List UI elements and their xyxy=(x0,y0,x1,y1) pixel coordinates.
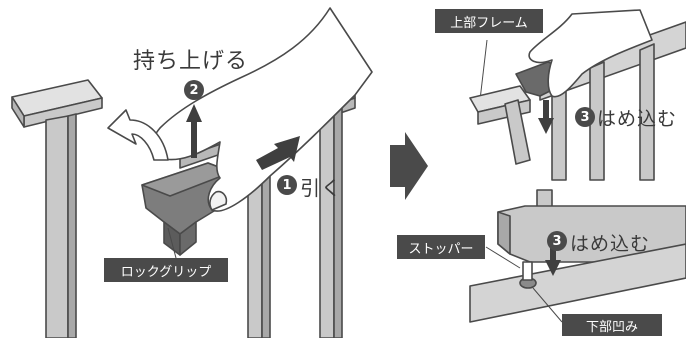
stopper-label: ストッパー xyxy=(397,235,485,259)
lift-arc-arrow xyxy=(107,109,169,161)
down-arrow-bottom-icon xyxy=(545,244,561,276)
right-post xyxy=(319,104,335,338)
step-1-badge: 1 xyxy=(277,175,297,195)
fit-in-bottom-label: はめ込む xyxy=(570,233,651,255)
up-arrow-icon xyxy=(186,104,202,158)
step-3-bottom-badge: 3 xyxy=(547,231,567,251)
step-3-top-badge: 3 xyxy=(575,107,595,127)
step-2-badge: 2 xyxy=(184,80,204,100)
left-post xyxy=(45,115,69,338)
lower-dent-label: 下部凹み xyxy=(562,314,662,336)
pull-arrow-icon xyxy=(256,136,300,170)
bottom-rail xyxy=(469,243,686,323)
top-right-panel xyxy=(469,9,686,181)
bottom-right-panel xyxy=(469,189,686,323)
lock-grip-label: ロックグリップ xyxy=(104,258,228,282)
upper-frame-label: 上部フレーム xyxy=(435,9,543,33)
fit-in-top-label: はめ込む xyxy=(597,108,678,130)
pull-label: 引く xyxy=(300,176,342,200)
hand-icon xyxy=(150,7,373,212)
left-panel xyxy=(11,7,373,338)
lift-label: 持ち上げる xyxy=(133,49,249,74)
right-arrow-icon xyxy=(390,132,428,200)
down-arrow-top-icon xyxy=(538,100,554,134)
